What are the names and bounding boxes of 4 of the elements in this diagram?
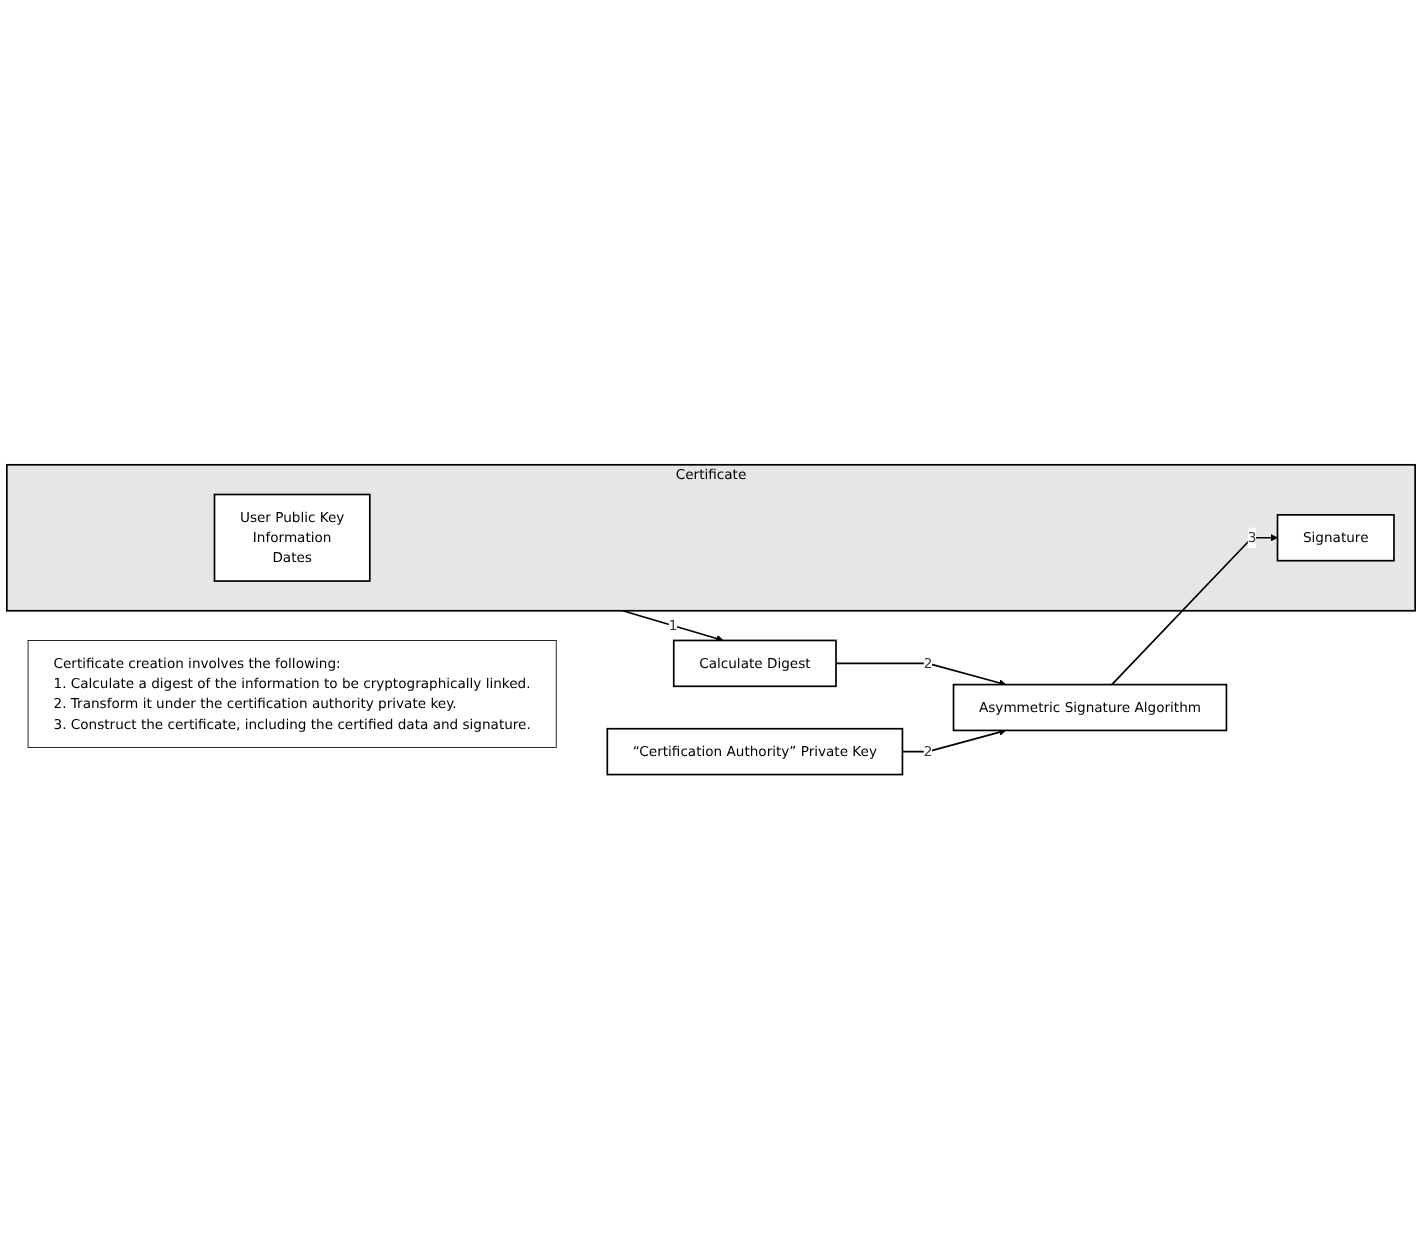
arrow	[1111, 534, 1278, 686]
arrow	[901, 728, 1007, 753]
arrow	[621, 610, 724, 643]
arrow	[835, 662, 1007, 687]
